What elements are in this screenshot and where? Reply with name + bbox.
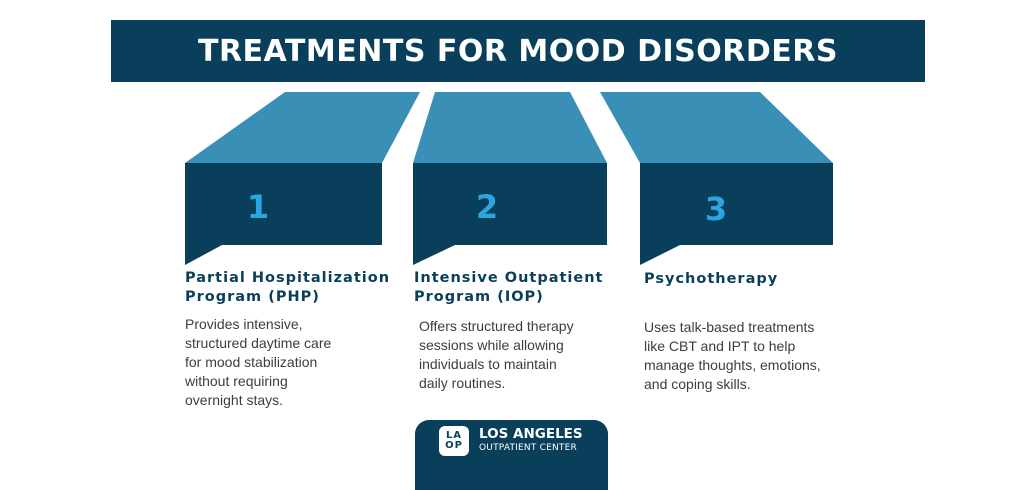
logo-name: LOS ANGELES <box>479 426 583 442</box>
step-1-heading: Partial Hospitalization Program (PHP) <box>185 270 391 305</box>
step-3-block <box>600 92 833 265</box>
step-3-heading: Psychotherapy <box>644 271 779 287</box>
brand-logo: LA OP LOS ANGELES OUTPATIENT CENTER <box>415 420 608 490</box>
logo-mark-bottom: OP <box>445 440 463 451</box>
step-shapes <box>185 92 833 265</box>
step-1-block <box>185 92 420 265</box>
step-2-description: Offers structured therapy sessions while… <box>419 318 574 391</box>
title-banner: TREATMENTS FOR MOOD DISORDERS <box>111 20 925 82</box>
logo-mark-top: LA <box>445 430 463 441</box>
logo-subtitle: OUTPATIENT CENTER <box>479 443 577 453</box>
step-3-number: 3 <box>704 190 728 228</box>
step-2-heading: Intensive Outpatient Program (IOP) <box>414 270 604 305</box>
step-1-number: 1 <box>246 188 270 226</box>
step-1-description: Provides intensive, structured daytime c… <box>185 316 332 408</box>
page-title: TREATMENTS FOR MOOD DISORDERS <box>197 33 838 69</box>
step-3-description: Uses talk-based treatments like CBT and … <box>644 319 821 392</box>
logo-mark-icon: LA OP <box>439 426 469 456</box>
step-2-number: 2 <box>475 188 499 226</box>
step-2-block <box>413 92 607 265</box>
